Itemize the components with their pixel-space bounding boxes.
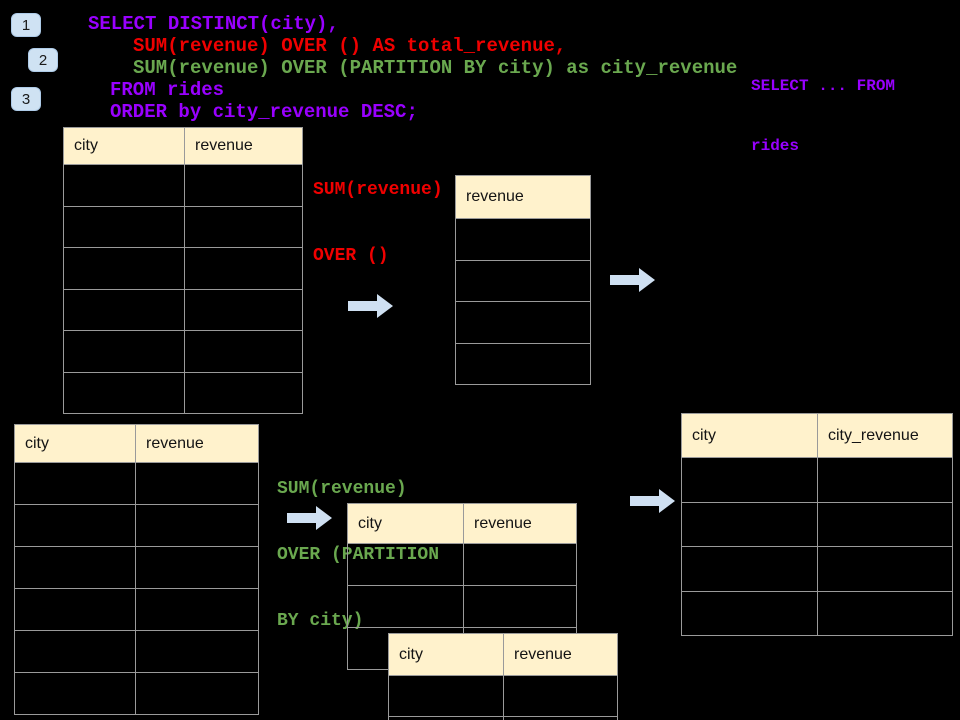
side-note-line-2: rides bbox=[751, 137, 800, 155]
empty-row bbox=[455, 342, 591, 385]
right-arrow-icon bbox=[610, 268, 655, 292]
column-header-city: city bbox=[347, 503, 464, 544]
empty-row bbox=[681, 457, 953, 503]
table-source-top: city revenue bbox=[63, 127, 303, 414]
column-header-city: city bbox=[388, 633, 504, 676]
sql-line-order-by: ORDER by city_revenue DESC; bbox=[110, 101, 418, 123]
column-header-revenue: revenue bbox=[135, 424, 259, 463]
sql-line-select: SELECT DISTINCT(city), bbox=[88, 13, 339, 35]
empty-row bbox=[681, 501, 953, 547]
empty-row bbox=[347, 543, 577, 586]
step-badge-3: 3 bbox=[11, 87, 41, 111]
sql-line-from: FROM rides bbox=[110, 79, 225, 101]
column-header-revenue: revenue bbox=[463, 503, 577, 544]
empty-row bbox=[63, 371, 303, 414]
empty-row bbox=[14, 672, 259, 715]
empty-row bbox=[388, 675, 618, 717]
empty-row bbox=[14, 504, 259, 547]
column-header-city: city bbox=[63, 127, 185, 165]
empty-row bbox=[455, 259, 591, 302]
empty-row bbox=[681, 590, 953, 636]
empty-row bbox=[681, 546, 953, 592]
table-revenue-only: revenue bbox=[455, 175, 591, 385]
empty-row bbox=[388, 716, 618, 720]
empty-row bbox=[14, 630, 259, 673]
sql-line-city-revenue: SUM(revenue) OVER (PARTITION BY city) as… bbox=[133, 57, 738, 79]
empty-row bbox=[63, 288, 303, 331]
empty-row bbox=[14, 546, 259, 589]
empty-row bbox=[63, 164, 303, 207]
column-header-city: city bbox=[681, 413, 818, 458]
annotation-total-revenue: SUM(revenue) OVER () bbox=[313, 135, 443, 311]
column-header-revenue: revenue bbox=[455, 175, 591, 219]
right-arrow-icon bbox=[630, 489, 675, 513]
empty-row bbox=[63, 205, 303, 248]
column-header-revenue: revenue bbox=[503, 633, 618, 676]
annotation-line: SUM(revenue) bbox=[277, 479, 407, 499]
annotation-line: SUM(revenue) bbox=[313, 180, 443, 200]
side-note-select-from: SELECT ... FROM rides bbox=[751, 36, 895, 196]
column-header-revenue: revenue bbox=[184, 127, 303, 165]
sql-line-total-revenue: SUM(revenue) OVER () AS total_revenue, bbox=[133, 35, 567, 57]
column-header-city: city bbox=[14, 424, 136, 463]
step-badge-1: 1 bbox=[11, 13, 41, 37]
empty-row bbox=[63, 330, 303, 373]
table-source-bottom: city revenue bbox=[14, 424, 259, 715]
annotation-line: OVER () bbox=[313, 246, 389, 266]
empty-row bbox=[455, 218, 591, 261]
side-note-line-1: SELECT ... FROM bbox=[751, 77, 896, 95]
table-partitioned-overlay: city revenue bbox=[388, 633, 618, 720]
column-header-city-revenue: city_revenue bbox=[817, 413, 953, 458]
empty-row bbox=[347, 585, 577, 628]
empty-row bbox=[14, 462, 259, 505]
empty-row bbox=[455, 301, 591, 344]
right-arrow-icon bbox=[348, 294, 393, 318]
table-result: city city_revenue bbox=[681, 413, 953, 636]
empty-row bbox=[63, 247, 303, 290]
step-badge-2: 2 bbox=[28, 48, 58, 72]
right-arrow-icon bbox=[287, 506, 332, 530]
empty-row bbox=[14, 588, 259, 631]
